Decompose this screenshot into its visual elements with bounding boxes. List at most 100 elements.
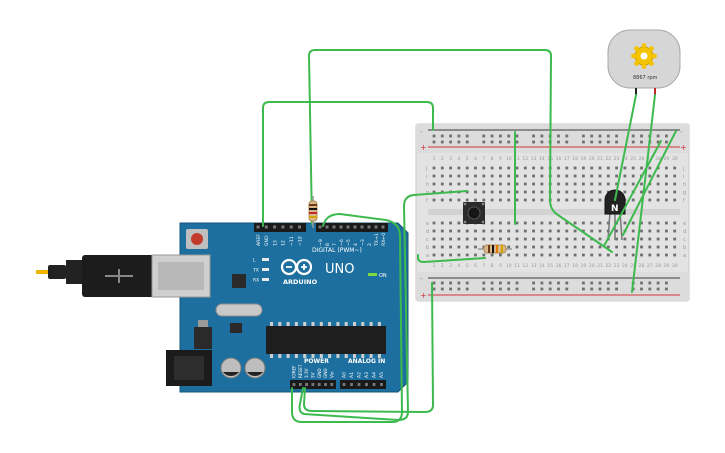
power-pin[interactable] <box>292 383 296 386</box>
rail-hole[interactable] <box>656 134 660 138</box>
breadboard-hole[interactable] <box>440 166 444 170</box>
breadboard-hole[interactable] <box>582 237 585 241</box>
rail-hole[interactable] <box>449 287 452 291</box>
power-pin[interactable] <box>305 383 308 386</box>
breadboard-hole[interactable] <box>499 166 502 170</box>
rail-hole[interactable] <box>565 140 569 144</box>
rail-hole[interactable] <box>606 134 610 138</box>
breadboard-hole[interactable] <box>474 182 477 186</box>
breadboard-hole[interactable] <box>673 221 677 225</box>
rail-hole[interactable] <box>565 134 569 138</box>
rail-hole[interactable] <box>557 281 560 285</box>
breadboard-hole[interactable] <box>440 198 444 202</box>
breadboard-hole[interactable] <box>615 229 618 233</box>
rail-hole[interactable] <box>465 287 469 291</box>
digital-pin[interactable] <box>298 225 301 229</box>
rail-hole[interactable] <box>515 287 519 291</box>
rail-hole[interactable] <box>598 140 602 144</box>
rail-hole[interactable] <box>499 281 502 285</box>
breadboard-hole[interactable] <box>598 182 602 186</box>
breadboard-hole[interactable] <box>582 174 585 178</box>
breadboard-hole[interactable] <box>440 229 444 233</box>
breadboard-hole[interactable] <box>665 166 668 170</box>
breadboard-hole[interactable] <box>631 229 635 233</box>
rail-hole[interactable] <box>507 281 511 285</box>
breadboard-hole[interactable] <box>523 182 527 186</box>
breadboard-hole[interactable] <box>582 253 585 257</box>
breadboard-hole[interactable] <box>499 253 502 257</box>
breadboard-hole[interactable] <box>573 229 577 233</box>
breadboard-hole[interactable] <box>598 174 602 178</box>
breadboard-hole[interactable] <box>565 229 569 233</box>
breadboard-hole[interactable] <box>615 237 618 241</box>
rail-hole[interactable] <box>540 281 544 285</box>
wire-resistor-to-ground[interactable] <box>417 254 486 263</box>
rail-hole[interactable] <box>582 140 585 144</box>
breadboard-hole[interactable] <box>532 198 535 202</box>
digital-pin[interactable] <box>332 225 336 229</box>
rail-hole[interactable] <box>465 281 469 285</box>
breadboard-hole[interactable] <box>540 229 544 233</box>
breadboard-hole[interactable] <box>474 253 477 257</box>
rail-hole[interactable] <box>598 287 602 291</box>
breadboard-hole[interactable] <box>474 237 477 241</box>
breadboard-hole[interactable] <box>623 190 627 194</box>
breadboard-hole[interactable] <box>623 182 627 186</box>
digital-pin[interactable] <box>281 225 285 229</box>
breadboard-hole[interactable] <box>557 221 560 225</box>
breadboard-hole[interactable] <box>449 253 452 257</box>
breadboard-hole[interactable] <box>648 221 652 225</box>
resistor-pulldown[interactable] <box>478 244 512 254</box>
breadboard-hole[interactable] <box>515 198 519 202</box>
rail-hole[interactable] <box>515 140 519 144</box>
wire-motor-negative[interactable] <box>614 94 637 201</box>
breadboard-hole[interactable] <box>640 190 643 194</box>
breadboard-hole[interactable] <box>507 221 511 225</box>
breadboard-hole[interactable] <box>440 237 444 241</box>
breadboard-hole[interactable] <box>482 229 486 233</box>
rail-hole[interactable] <box>457 140 461 144</box>
rail-hole[interactable] <box>590 281 594 285</box>
rail-hole[interactable] <box>482 134 486 138</box>
digital-pin[interactable] <box>346 225 350 229</box>
breadboard-hole[interactable] <box>540 182 544 186</box>
breadboard-hole[interactable] <box>615 253 618 257</box>
digital-pin[interactable] <box>318 225 322 229</box>
breadboard-hole[interactable] <box>465 166 469 170</box>
breadboard-hole[interactable] <box>665 190 668 194</box>
breadboard-hole[interactable] <box>532 190 535 194</box>
breadboard-hole[interactable] <box>598 237 602 241</box>
breadboard-hole[interactable] <box>615 245 618 249</box>
analog-pin[interactable] <box>350 383 353 386</box>
breadboard-hole[interactable] <box>490 229 494 233</box>
digital-pin[interactable] <box>374 225 378 229</box>
rail-hole[interactable] <box>606 281 610 285</box>
breadboard-hole[interactable] <box>640 253 643 257</box>
rail-hole[interactable] <box>557 140 560 144</box>
rail-hole[interactable] <box>590 134 594 138</box>
breadboard-hole[interactable] <box>573 190 577 194</box>
breadboard-hole[interactable] <box>465 245 469 249</box>
breadboard-hole[interactable] <box>515 174 519 178</box>
analog-pin[interactable] <box>357 383 361 386</box>
wire-rail-to-collector[interactable] <box>603 140 662 247</box>
breadboard-hole[interactable] <box>465 174 469 178</box>
rail-hole[interactable] <box>440 140 444 144</box>
breadboard-hole[interactable] <box>665 221 668 225</box>
breadboard-hole[interactable] <box>432 237 436 241</box>
breadboard-hole[interactable] <box>532 166 535 170</box>
rail-hole[interactable] <box>640 134 643 138</box>
breadboard-hole[interactable] <box>499 221 502 225</box>
breadboard-hole[interactable] <box>532 182 535 186</box>
breadboard-hole[interactable] <box>665 237 668 241</box>
rail-hole[interactable] <box>582 287 585 291</box>
reset-button[interactable] <box>191 233 203 245</box>
breadboard-hole[interactable] <box>482 253 486 257</box>
breadboard-hole[interactable] <box>631 182 635 186</box>
breadboard-hole[interactable] <box>457 182 461 186</box>
breadboard-hole[interactable] <box>523 198 527 202</box>
rail-hole[interactable] <box>615 281 618 285</box>
breadboard-hole[interactable] <box>474 198 477 202</box>
breadboard-hole[interactable] <box>590 190 594 194</box>
breadboard-hole[interactable] <box>523 253 527 257</box>
